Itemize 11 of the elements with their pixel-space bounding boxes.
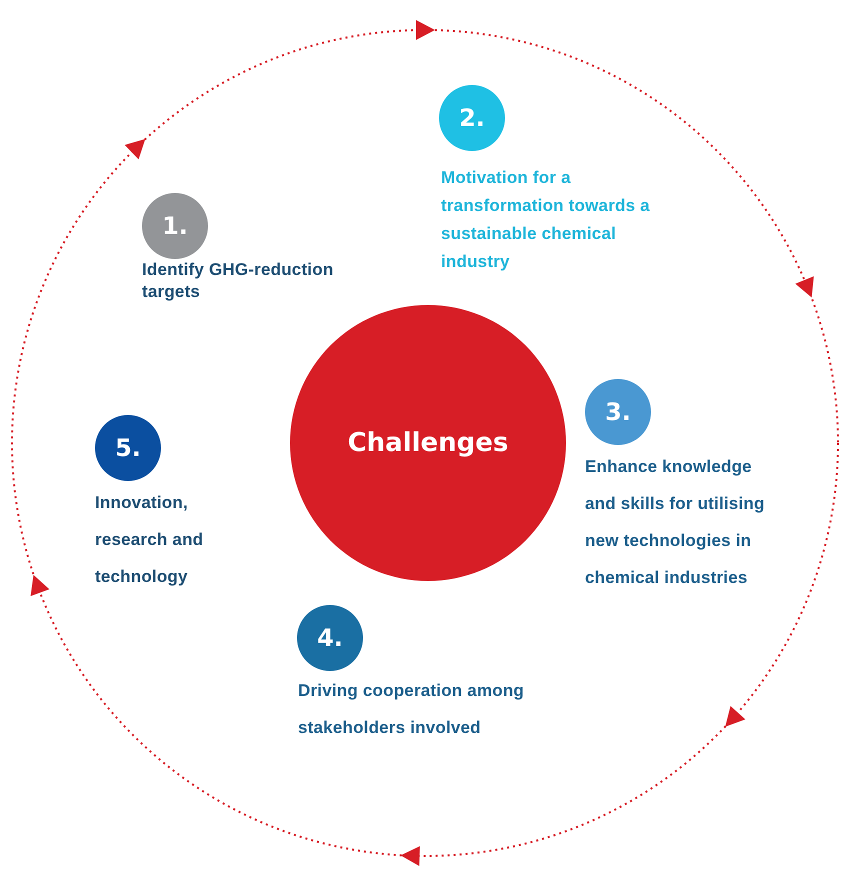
center-circle: Challenges — [290, 305, 566, 581]
step-description: Innovation, research and technology — [95, 492, 204, 588]
number-circle: 1. — [142, 193, 208, 259]
step-description: Driving cooperation among stakeholders involved — [298, 680, 526, 739]
number-circle: 3. — [585, 379, 651, 445]
step-description: Identify GHG-reduction targets — [142, 259, 334, 303]
number-circle: 5. — [95, 415, 161, 481]
number-circle: 4. — [297, 605, 363, 671]
number-circle: 2. — [439, 85, 505, 151]
step-description: Motivation for a transformation towards a sustainable chemical industry — [441, 167, 651, 273]
step-description: Enhance knowledge and skills for utilising new technologies in chemical industries — [585, 456, 766, 589]
